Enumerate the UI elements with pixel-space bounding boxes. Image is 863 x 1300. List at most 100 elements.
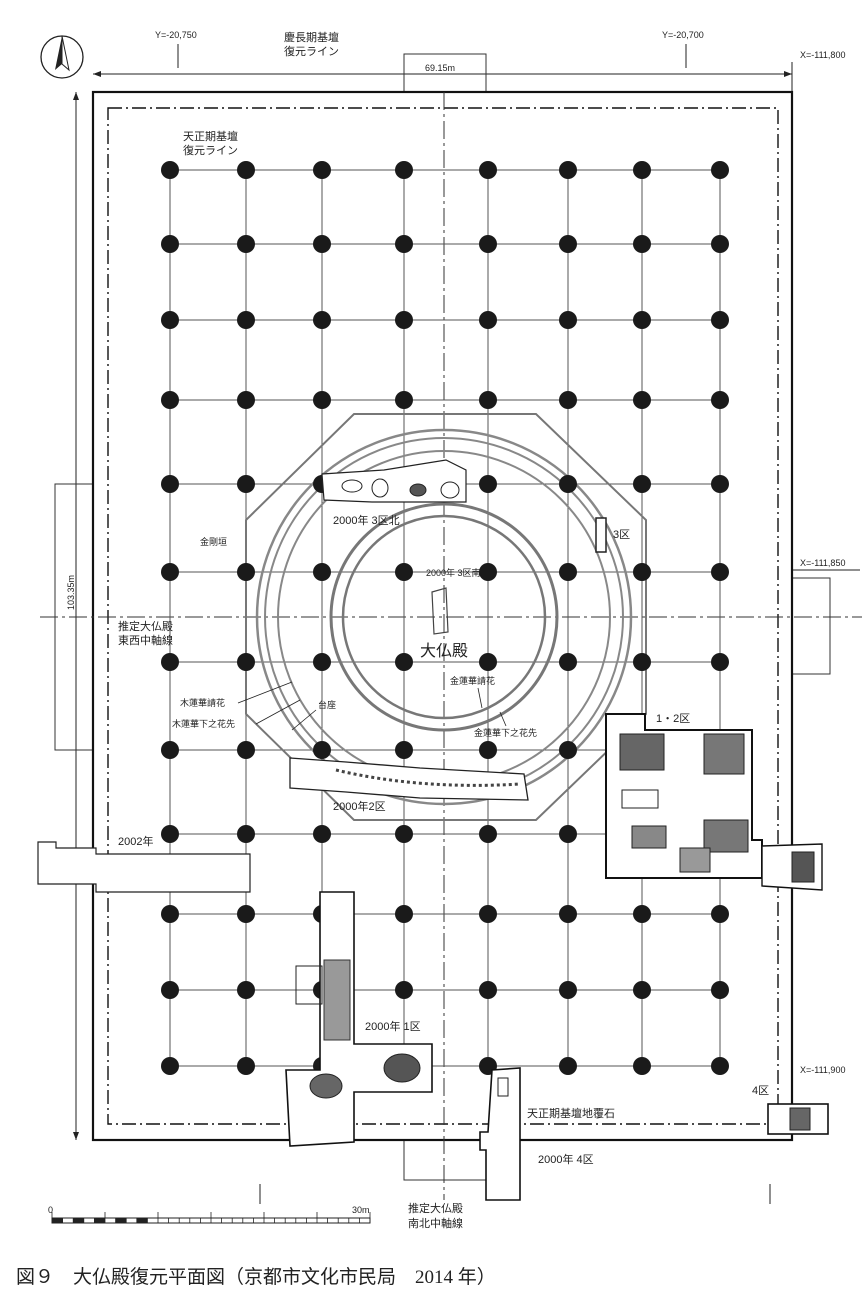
konrenge-shita-label: 金蓮華下之花先 (474, 727, 537, 738)
pillar (633, 905, 651, 923)
pillar (237, 161, 255, 179)
pillar (633, 391, 651, 409)
scale-segment (52, 1218, 63, 1223)
pillar (479, 981, 497, 999)
pillar (161, 981, 179, 999)
pillar (479, 653, 497, 671)
label-area3: 3区 (613, 529, 630, 541)
pillar (633, 653, 651, 671)
pillar (711, 1057, 729, 1075)
pillar (479, 741, 497, 759)
pillar (711, 391, 729, 409)
pillar (559, 311, 577, 329)
pillar (237, 905, 255, 923)
pillar (633, 563, 651, 581)
pillar (161, 905, 179, 923)
pillar (633, 235, 651, 253)
pillar (633, 981, 651, 999)
pillar (161, 475, 179, 493)
pillar (395, 981, 413, 999)
length-dimension: 103.35m (66, 575, 76, 610)
pillar (559, 981, 577, 999)
scale-segment (94, 1218, 105, 1223)
coord-x-mid: X=-111,850 (800, 558, 845, 568)
pillar (559, 235, 577, 253)
coord-x-north: X=-111,800 (800, 50, 845, 60)
pillar (395, 391, 413, 409)
daiza-label: 台座 (318, 699, 336, 710)
label-area4: 4区 (752, 1085, 769, 1097)
pillar (161, 1057, 179, 1075)
pillar (559, 475, 577, 493)
pillar (711, 905, 729, 923)
excavation-2000-area2 (289, 757, 529, 801)
pillar-grid (161, 161, 729, 1075)
scale-segment (136, 1218, 148, 1223)
keicho-line-label-1: 慶長期基壇 (284, 30, 339, 44)
excavation-area3 (595, 517, 607, 553)
pillar (395, 825, 413, 843)
keicho-base-outline (91, 90, 794, 1142)
pillar (237, 311, 255, 329)
label-2000-area2: 2000年2区 (333, 799, 386, 813)
pillar (237, 1057, 255, 1075)
mokurenge-uke-label: 木蓮華請花 (180, 697, 225, 708)
pillar (711, 563, 729, 581)
figure-caption: 図９ 大仏殿復元平面図（京都市文化市民局 2014 年） (16, 1267, 496, 1288)
pillar (161, 161, 179, 179)
pillar (479, 235, 497, 253)
pillar (313, 161, 331, 179)
pillar (479, 825, 497, 843)
pillar (559, 905, 577, 923)
pillar (313, 235, 331, 253)
scale-start: 0 (48, 1205, 53, 1215)
mokurenge-shita-label: 木蓮華下之花先 (172, 718, 235, 729)
daibutsuden-label: 大仏殿 (420, 642, 468, 660)
kongo-gaki-label: 金剛垣 (200, 536, 227, 547)
excavation-2002 (37, 841, 251, 893)
pillar (395, 741, 413, 759)
tensho-fukuishi-label: 天正期基壇地覆石 (527, 1106, 615, 1120)
pillar (711, 981, 729, 999)
east-west-axis-label-1: 推定大仏殿 (118, 619, 173, 633)
label-2000-area1: 2000年 1区 (365, 1019, 421, 1033)
konrenge-uke-label: 金蓮華請花 (450, 675, 495, 686)
pillar (633, 475, 651, 493)
excavation-area4 (767, 1103, 829, 1135)
pillar (395, 905, 413, 923)
pillar (395, 161, 413, 179)
tensho-base-outline (107, 107, 779, 1125)
pillar (395, 311, 413, 329)
pillar-grid-lines (169, 169, 721, 1067)
pillar (559, 391, 577, 409)
pillar (237, 391, 255, 409)
pillar (479, 391, 497, 409)
pillar (161, 235, 179, 253)
coord-x-south: X=-111,900 (800, 1065, 845, 1075)
label-area1-2: 1・2区 (656, 713, 690, 725)
scale-end: 30m (352, 1205, 370, 1215)
east-west-axis-label-2: 東西中軸線 (118, 633, 173, 647)
pillar (313, 741, 331, 759)
pillar (161, 563, 179, 581)
pillar (633, 1057, 651, 1075)
north-arrow-icon (40, 35, 84, 79)
scale-segment (73, 1218, 84, 1223)
pillar (711, 475, 729, 493)
coord-y-west: Y=-20,750 (155, 30, 197, 40)
north-south-axis-label-1: 推定大仏殿 (408, 1201, 463, 1215)
pillar (237, 653, 255, 671)
north-south-axis-label-2: 南北中軸線 (408, 1216, 463, 1230)
pillar (313, 391, 331, 409)
pillar (559, 563, 577, 581)
label-2002: 2002年 (118, 834, 153, 848)
pillar (237, 741, 255, 759)
pillar (711, 235, 729, 253)
pillar (559, 741, 577, 759)
coord-y-east: Y=-20,700 (662, 30, 704, 40)
pillar (161, 311, 179, 329)
pillar (711, 653, 729, 671)
pillar (161, 741, 179, 759)
label-2000-area3-north: 2000年 3区北 (333, 513, 400, 527)
pillar (237, 235, 255, 253)
